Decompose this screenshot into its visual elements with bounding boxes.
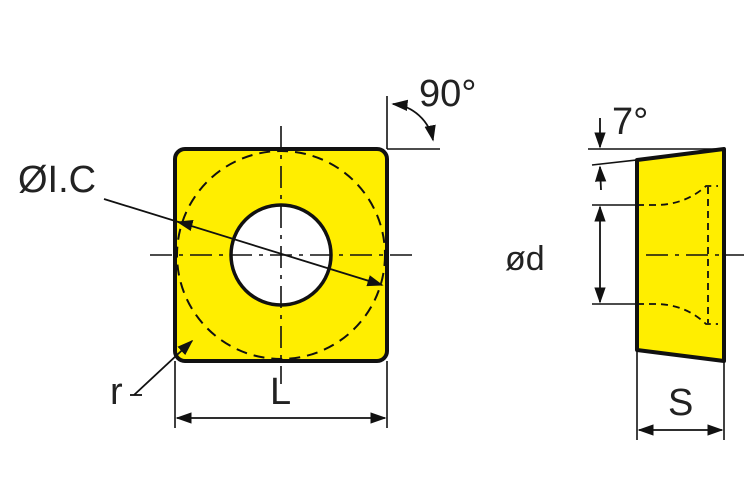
ic-dimension-line-inner [176, 220, 194, 232]
angle-90-label: 90° [419, 73, 476, 115]
angle-7-label: 7° [612, 101, 648, 143]
clearance-face-extension [591, 159, 638, 166]
hole-hidden-top [637, 185, 718, 206]
hole-hidden-bottom [637, 303, 718, 325]
clearance-arrow-bottom [594, 165, 607, 191]
length-label: L [270, 371, 291, 413]
side-view: 7° ød S [505, 101, 744, 440]
ic-label: ØI.C [18, 159, 96, 201]
radius-label: r [110, 371, 123, 413]
ic-dimension-line [103, 198, 384, 287]
radius-leader [133, 339, 194, 396]
front-view: ØI.C 90° r L [18, 73, 476, 428]
thickness-label: S [668, 382, 693, 424]
hole-diameter-label: ød [505, 240, 545, 278]
angle-arc-90 [391, 99, 436, 142]
